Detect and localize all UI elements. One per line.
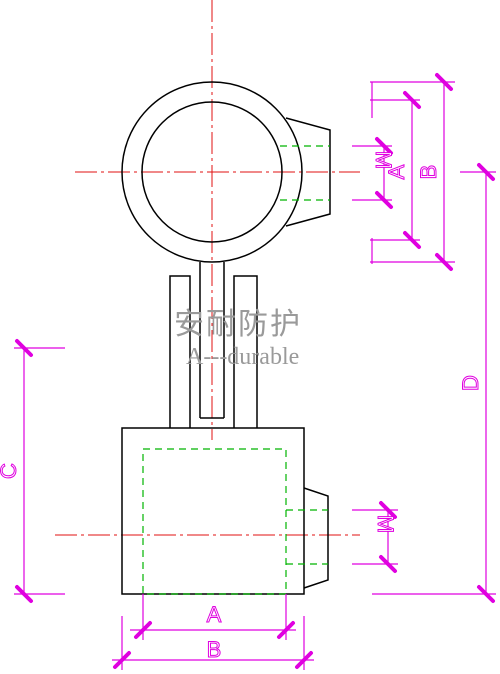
watermark-chinese: 安耐防护 xyxy=(174,307,302,342)
top-side-port xyxy=(285,117,331,227)
top-dimensions: M A B xyxy=(352,73,455,271)
label-top-a: A xyxy=(384,164,409,179)
bottom-housing xyxy=(121,427,329,595)
bottom-side-port xyxy=(303,487,329,589)
label-bottom-m: M xyxy=(373,515,398,533)
label-bottom-b: B xyxy=(207,637,222,662)
watermark-english: A---durable xyxy=(186,344,299,370)
label-d: D xyxy=(458,375,483,391)
label-bottom-a: A xyxy=(207,602,222,627)
bottom-m-dimension: M xyxy=(352,501,399,573)
tick-top-a1 xyxy=(403,91,421,109)
top-pipe-section xyxy=(121,81,331,263)
tick-c1 xyxy=(15,339,33,357)
inner-circle xyxy=(141,101,283,243)
label-top-m: M xyxy=(371,151,396,169)
left-bracket xyxy=(169,275,191,428)
tick-top-b1 xyxy=(435,73,453,91)
neck xyxy=(169,262,258,428)
outer-circle xyxy=(121,81,303,263)
tick-bb1 xyxy=(113,651,131,669)
right-bracket xyxy=(233,275,258,428)
watermark: 安耐防护 A---durable xyxy=(174,307,302,370)
tick-top-a2 xyxy=(403,231,421,249)
housing-box xyxy=(121,427,305,595)
tick-d2 xyxy=(477,585,495,603)
housing-hidden-outline xyxy=(142,448,287,595)
label-c: C xyxy=(0,463,21,479)
tick-ba1 xyxy=(134,621,152,639)
bottom-dimensions: A B xyxy=(112,594,314,670)
tick-d1 xyxy=(477,163,495,181)
tick-ba2 xyxy=(277,621,295,639)
tick-top-m1 xyxy=(375,137,393,155)
tick-top-b2 xyxy=(435,253,453,271)
tick-c2 xyxy=(15,585,33,603)
left-dimension: C xyxy=(0,339,65,603)
tick-bm1 xyxy=(379,501,397,519)
tick-bb2 xyxy=(295,651,313,669)
tick-top-m2 xyxy=(375,191,393,209)
center-lines xyxy=(55,0,360,536)
label-top-b: B xyxy=(416,165,441,180)
overall-dimension: D xyxy=(372,163,496,603)
tick-bm2 xyxy=(379,555,397,573)
